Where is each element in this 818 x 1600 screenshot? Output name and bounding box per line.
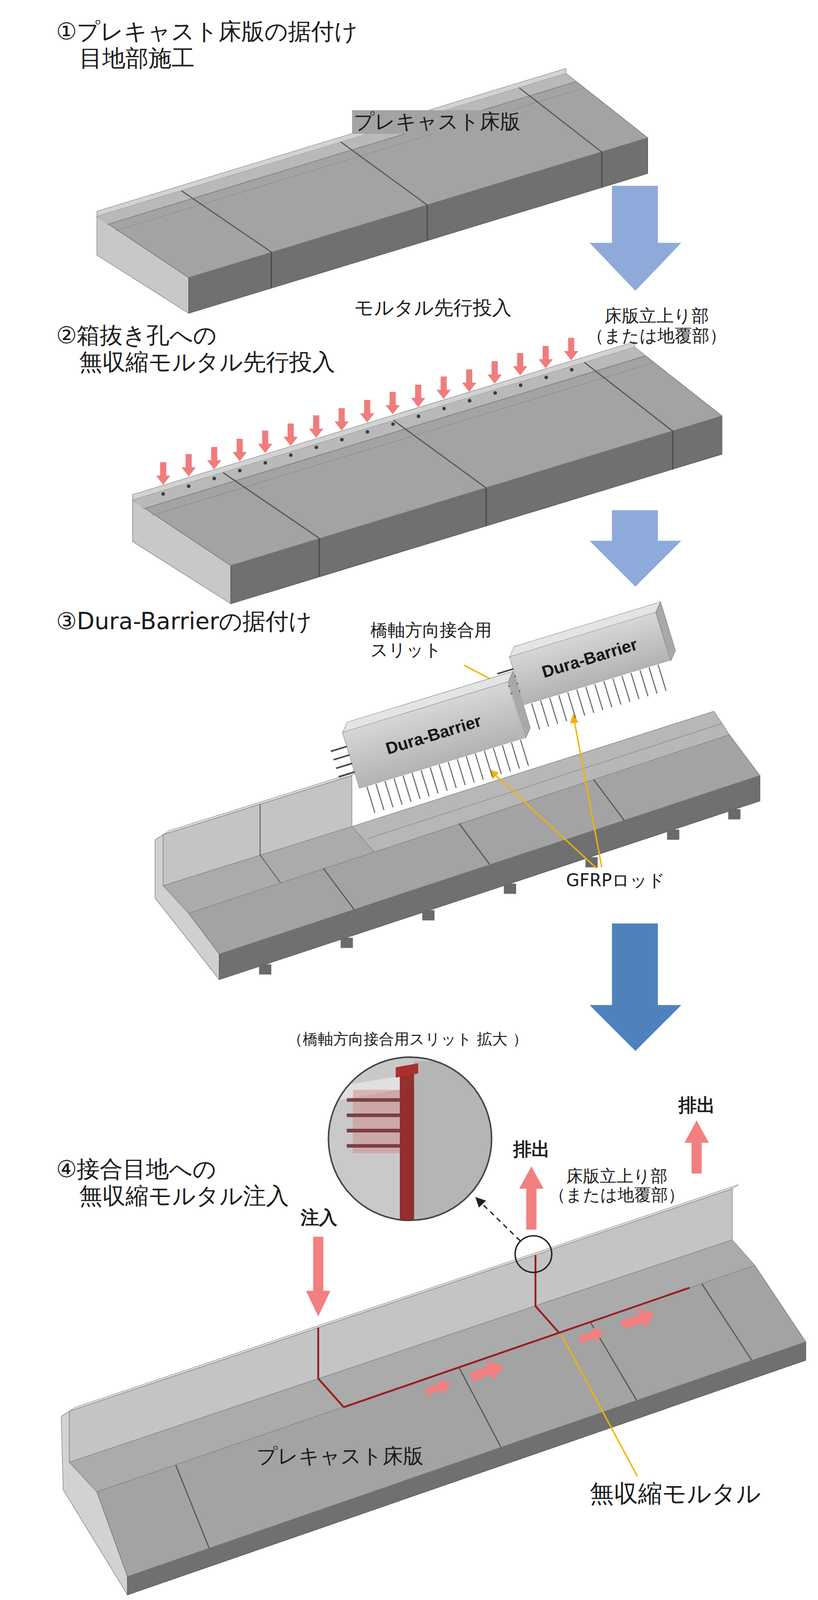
part-label: プレキャスト床版 — [255, 1444, 426, 1469]
step-heading: ④接合目地への 無収縮モルタル注入 — [56, 1155, 290, 1209]
part-label: プレキャスト床版 — [352, 110, 523, 134]
barrier-panel: Dura-Barrier — [508, 611, 671, 705]
step-heading: ①プレキャスト床版の据付け 目地部施工 — [56, 18, 358, 72]
flow-arrow — [589, 185, 682, 291]
zoom-caption: （橋軸方向接合用スリット 拡大 ） — [287, 1030, 528, 1048]
panel-label: Dura-Barrier — [539, 634, 640, 683]
flow-label: 注入 — [300, 1206, 338, 1228]
step-heading: ②箱抜き孔への 無収縮モルタル先行投入 — [56, 322, 336, 376]
callout-label: 橋軸方向接合用 スリット — [370, 620, 492, 661]
callout-label: GFRPロッド — [566, 870, 666, 891]
zoom-detail — [326, 1050, 520, 1241]
part-label: 床版立上り部 （または地覆部） — [548, 1166, 685, 1206]
flow-arrow — [589, 510, 682, 587]
leader-lines — [561, 1335, 638, 1476]
part-label: 床版立上り部 （または地覆部） — [586, 305, 727, 346]
precast-slab — [97, 68, 648, 314]
panel-label: Dura-Barrier — [383, 710, 484, 759]
flow-arrow — [589, 923, 682, 1051]
completed-barrier — [61, 1184, 806, 1596]
callout-label: 無収縮モルタル — [589, 1479, 761, 1508]
flow-label: 排出 — [513, 1138, 550, 1160]
flow-label: 排出 — [678, 1094, 716, 1116]
step-heading: ③Dura-Barrierの据付け — [56, 608, 313, 635]
annotation: モルタル先行投入 — [354, 296, 512, 320]
precast-slab — [132, 341, 722, 604]
